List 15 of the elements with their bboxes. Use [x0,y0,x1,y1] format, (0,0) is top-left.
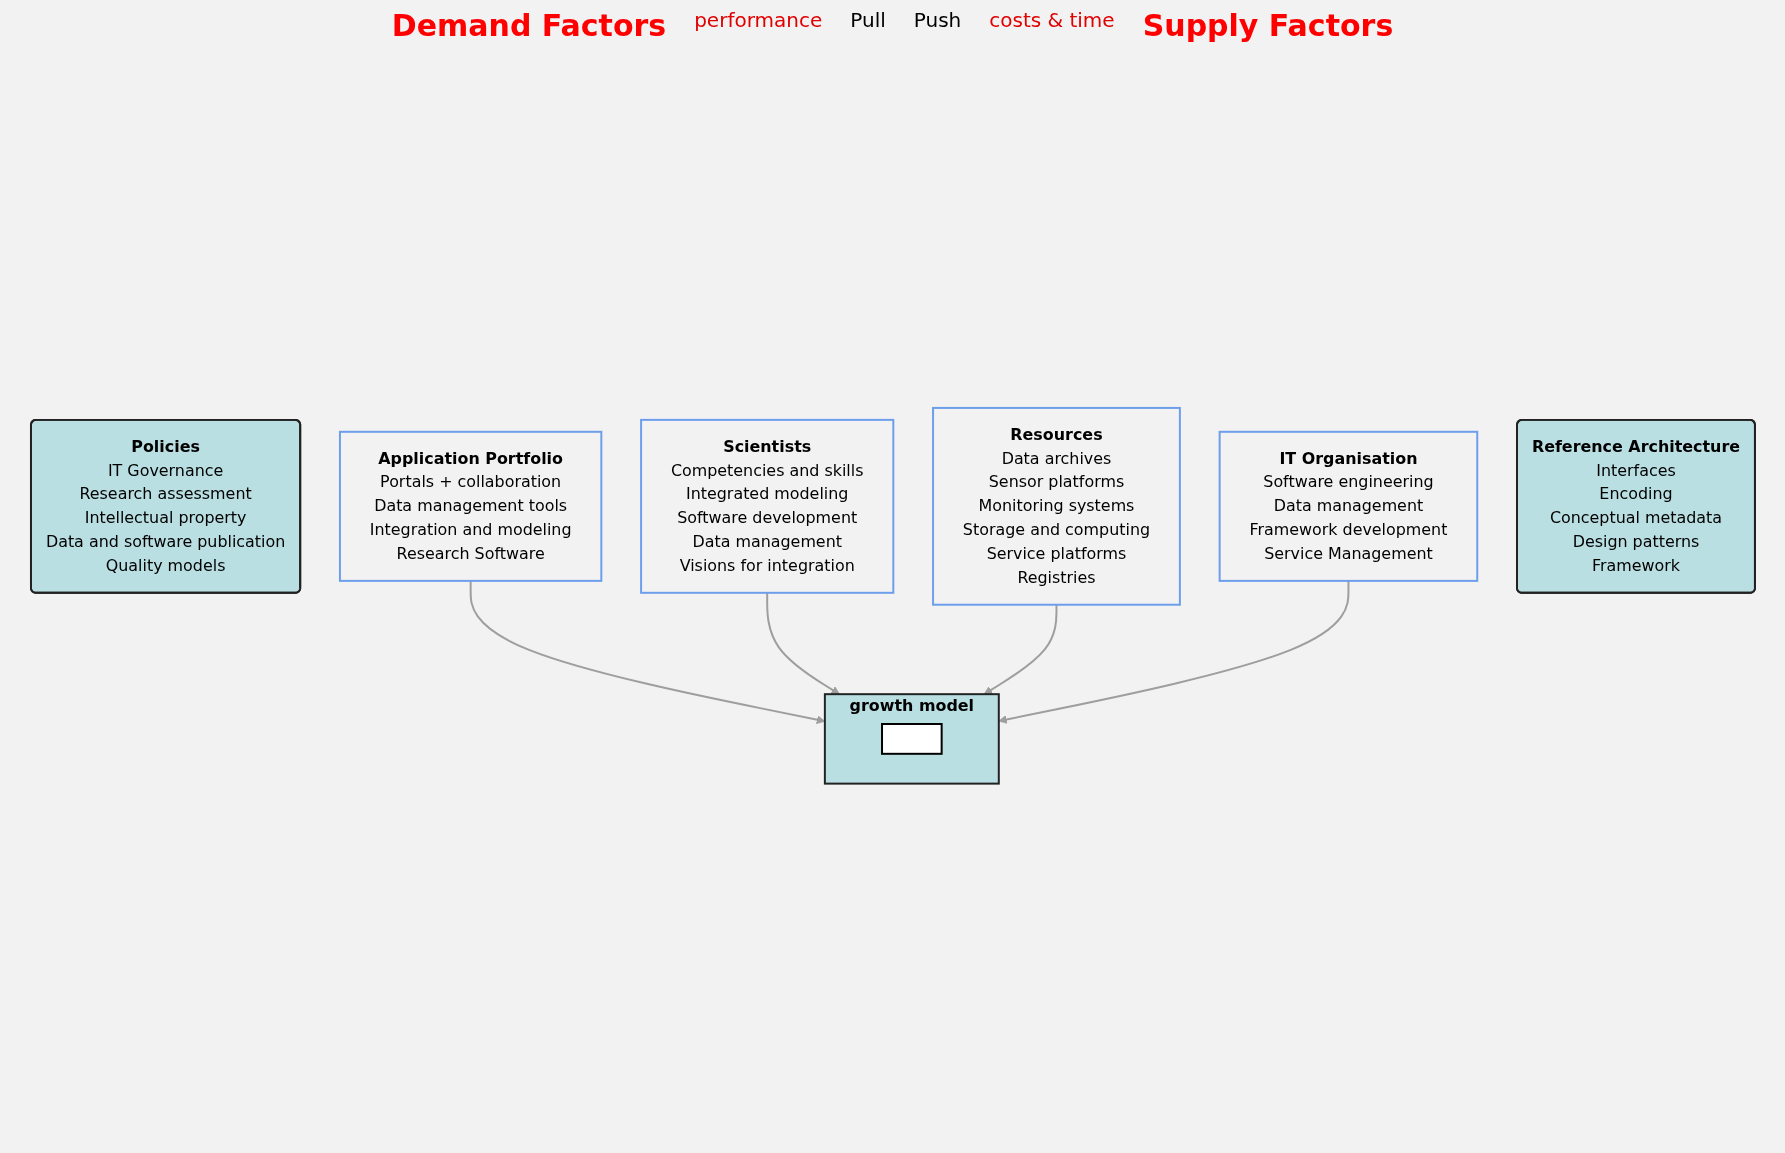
node-box: Scientists Competencies and skills Integrated modeling Software development Data management Visions for integration [639,419,894,594]
region-label: Demand Factors [391,8,667,43]
chart-label: Push [913,8,962,34]
node-box: IT Organisation Software engineering Data management Framework development Service Management [1218,431,1478,583]
chart-label: Pull [850,8,886,34]
node-box [880,723,943,755]
arrow [469,580,825,725]
region-label: Supply Factors [1142,8,1394,43]
arrow [983,603,1057,695]
cluster: growth model [823,693,1000,785]
chart-label: performance [694,8,823,34]
arrow [765,592,840,695]
node-box: Resources Data archives Sensor platforms Monitoring systems Storage and computing Service platforms Registries [931,407,1181,606]
node-box: Application Portfolio Portals + collaboration Data management tools Integration and modeling Research Software [338,431,602,583]
chart-label: costs & time [989,8,1115,34]
